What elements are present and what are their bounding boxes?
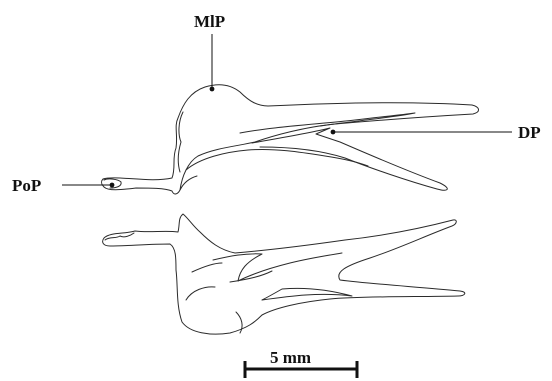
upper-inner-contour-1 (240, 113, 415, 133)
lower-process-tip (105, 233, 134, 240)
upper-inner-contour-2 (186, 149, 368, 170)
label-dp: DP (518, 123, 541, 142)
label-pop: PoP (12, 176, 41, 195)
label-mlp-group: MlP (194, 12, 225, 91)
upper-bone (102, 85, 479, 194)
label-dp-group: DP (331, 123, 541, 142)
marker-pop (110, 183, 115, 188)
lower-inner-contour-3 (192, 263, 222, 272)
scale-bar-group: 5 mm (244, 348, 358, 378)
lower-bone-outline (103, 214, 465, 334)
lower-inner-contour-2 (230, 271, 272, 282)
marker-mlp (210, 87, 215, 92)
lower-inner-contour-1 (213, 253, 342, 281)
upper-dorsal-prong (252, 128, 447, 190)
marker-dp (331, 130, 336, 135)
lower-bone (103, 214, 465, 334)
label-mlp: MlP (194, 12, 225, 31)
upper-bone-outline (102, 85, 479, 194)
lower-inner-contour-4 (186, 287, 215, 300)
upper-front-edge (178, 112, 183, 172)
scale-bar-label: 5 mm (270, 348, 311, 367)
label-pop-group: PoP (12, 176, 114, 195)
